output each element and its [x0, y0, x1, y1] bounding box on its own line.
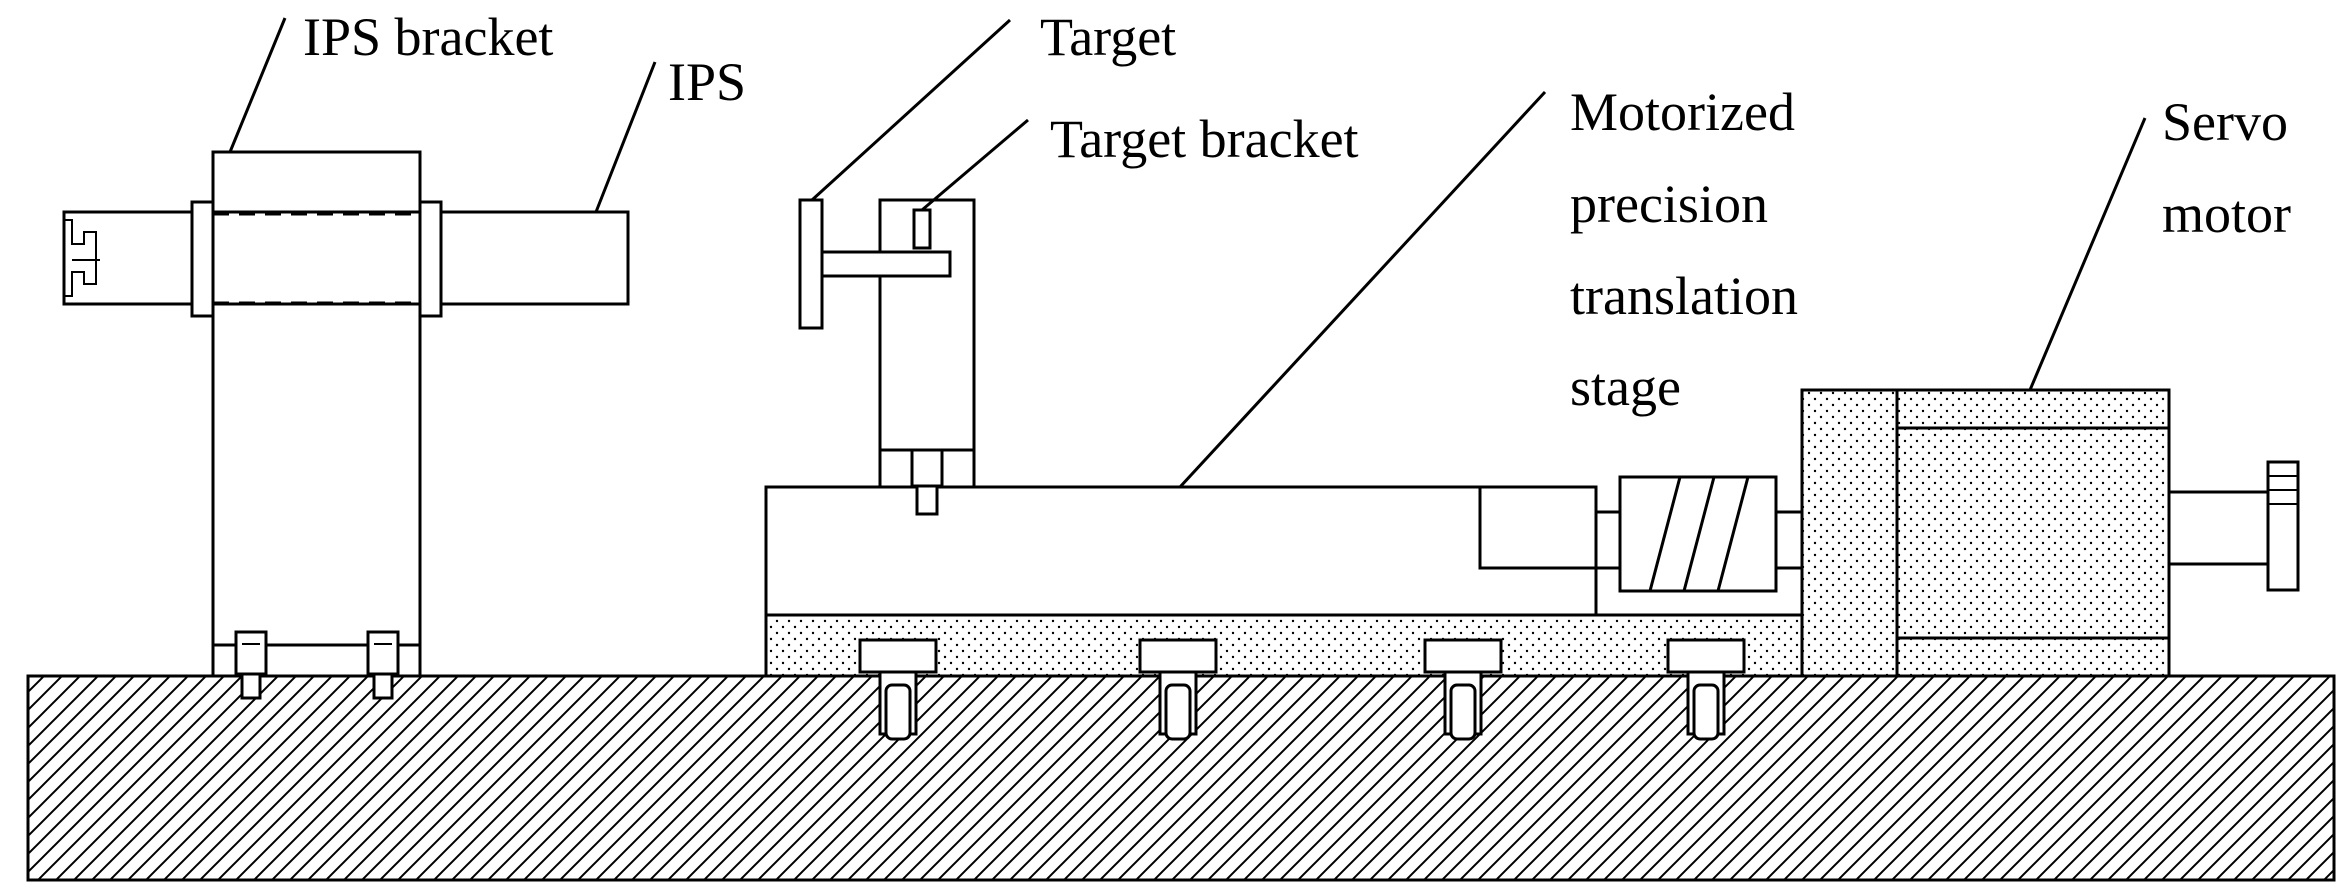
leader-ips-bracket — [228, 17, 287, 153]
coil-icon — [64, 219, 97, 297]
bracket-bolt-right — [366, 630, 400, 700]
coupling — [1594, 475, 1804, 593]
label-stage-line1: Motorized — [1570, 82, 1795, 142]
target-plate — [798, 198, 824, 330]
leader-stage — [1178, 90, 1547, 489]
leader-servo — [2028, 117, 2147, 391]
label-ips-bracket: IPS bracket — [303, 7, 553, 67]
stage-bolt-3 — [1423, 638, 1503, 741]
servo-motor — [1800, 388, 2300, 678]
stage-bolt-2 — [1138, 638, 1218, 741]
leader-ips — [594, 61, 657, 213]
label-stage-line4: stage — [1570, 357, 1681, 417]
stage-carriage — [764, 613, 1804, 678]
label-ips: IPS — [668, 52, 746, 112]
label-servo-line1: Servo — [2162, 92, 2288, 152]
leader-target — [810, 18, 1012, 202]
stage-bolt-1 — [858, 638, 938, 741]
leader-target-bracket — [921, 118, 1029, 212]
label-target-bracket: Target bracket — [1050, 109, 1359, 169]
stage-bolt-4 — [1666, 638, 1746, 741]
label-stage-line2: precision — [1570, 174, 1768, 234]
label-stage-line3: translation — [1570, 266, 1798, 326]
label-target: Target — [1040, 7, 1176, 67]
label-servo-line2: motor — [2162, 184, 2291, 244]
translation-stage — [764, 485, 1804, 678]
target-bracket — [810, 198, 976, 516]
bracket-bolt-left — [234, 630, 268, 700]
ips-sensor — [62, 200, 630, 318]
